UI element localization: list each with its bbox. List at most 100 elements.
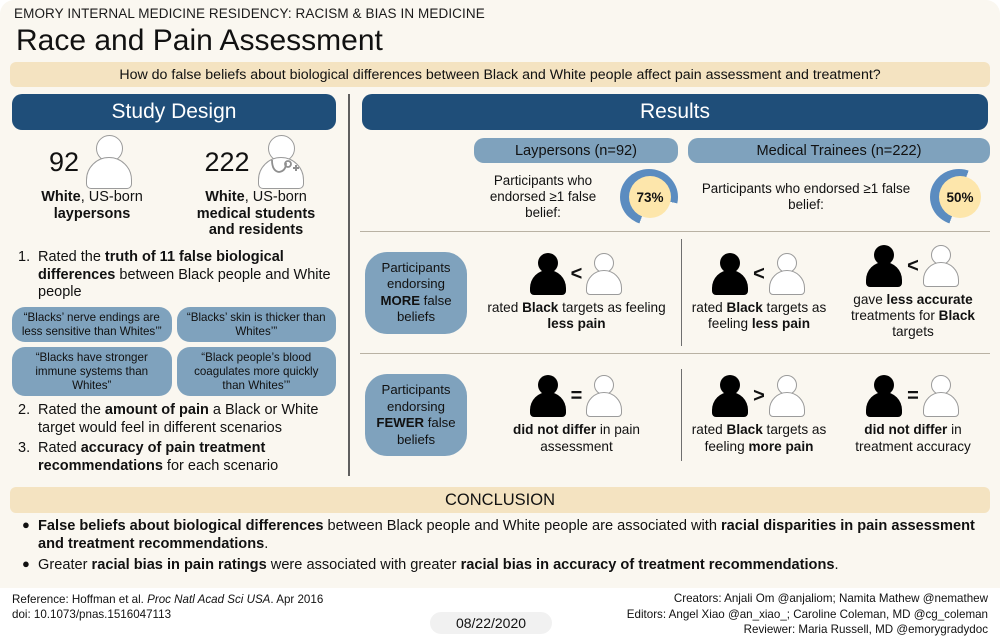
false-beliefs-grid: “Blacks’ nerve endings are less sensitiv…	[12, 307, 336, 397]
study-design-panel: Study Design 92 White, US-born layperson…	[0, 88, 348, 484]
panel-divider	[348, 94, 350, 476]
conclusion-bullets: ● False beliefs about biological differe…	[22, 517, 980, 578]
endorsement-medical-trainees: Participants who endorsed ≥1 false belie…	[688, 163, 990, 227]
white-person-icon	[585, 375, 625, 418]
step-text: Rated accuracy of pain treatment recomme…	[38, 439, 279, 474]
results-row-fewer: Participants endorsing FEWER false belie…	[360, 354, 990, 476]
question-banner: How do false beliefs about biological di…	[10, 62, 990, 87]
credit-creators: Creators: Anjali Om @anjaliom; Namita Ma…	[673, 592, 988, 605]
study-steps-bottom: 2. Rated the amount of pain a Black or W…	[8, 402, 340, 475]
reference-journal: Proc Natl Acad Sci USA	[147, 593, 271, 606]
belief-chip: “Blacks’ nerve endings are less sensitiv…	[12, 307, 172, 343]
cohort-type-2: and residents	[208, 222, 304, 239]
black-person-icon	[528, 375, 568, 418]
black-person-icon	[710, 252, 750, 295]
cohorts: 92 White, US-born laypersons 222	[8, 135, 340, 239]
result-cell: < rated Black targets as feeling less pa…	[682, 239, 836, 347]
results-header: Results	[362, 94, 988, 130]
result-text: rated Black targets as feeling more pain	[691, 422, 827, 454]
conclusion-bullet: ● Greater racial bias in pain ratings we…	[22, 556, 980, 574]
comparison-operator: =	[907, 385, 919, 408]
donut-chart-medical-trainees: 50%	[930, 169, 988, 225]
endorsement-row: Participants who endorsed ≥1 false belie…	[360, 163, 990, 232]
cohort-count: 222	[204, 146, 250, 177]
white-person-icon	[922, 375, 962, 418]
step-text: Rated the amount of pain a Black or Whit…	[38, 402, 319, 437]
bullet-text: False beliefs about biological differenc…	[38, 518, 975, 553]
comparison-operator: >	[753, 385, 765, 408]
doctor-icon	[254, 135, 308, 189]
conclusion-bullet: ● False beliefs about biological differe…	[22, 517, 980, 553]
results-column-headers: Laypersons (n=92) Medical Trainees (n=22…	[360, 138, 990, 163]
step-number: 3.	[18, 439, 31, 456]
step-number: 2.	[18, 402, 31, 419]
endorsement-text: Participants who endorsed ≥1 false belie…	[489, 172, 597, 221]
study-step: 1. Rated the truth of 11 false biologica…	[12, 249, 336, 302]
result-text: did not differ in treatment accuracy	[855, 422, 971, 454]
comparison-operator: <	[907, 254, 919, 277]
white-person-icon	[768, 375, 808, 418]
row-label-more: Participants endorsing MORE false belief…	[365, 251, 467, 334]
comparison-operator: <	[753, 262, 765, 285]
results-panel: Results Laypersons (n=92) Medical Traine…	[350, 88, 1000, 484]
cohort-race: White	[41, 189, 81, 205]
study-step: 3. Rated accuracy of pain treatment reco…	[12, 440, 336, 475]
result-cell: < gave less accurate treatments for Blac…	[836, 239, 990, 347]
step-text: Rated the truth of 11 false biological d…	[38, 249, 331, 301]
study-steps-top: 1. Rated the truth of 11 false biologica…	[8, 249, 340, 302]
bullet-text: Greater racial bias in pain ratings were…	[38, 557, 839, 574]
result-cell: = did not differ in pain assessment	[472, 369, 682, 461]
cohort-type: laypersons	[53, 205, 131, 222]
result-text: did not differ in pain assessment	[513, 422, 640, 454]
column-header-laypersons: Laypersons (n=92)	[474, 138, 678, 163]
program-kicker: EMORY INTERNAL MEDICINE RESIDENCY: RACIS…	[14, 6, 485, 21]
cohort-label: White, US-born medical students and resi…	[174, 189, 338, 239]
donut-value: 73%	[629, 176, 671, 218]
credit-editors: Editors: Angel Xiao @an_xiao_; Caroline …	[626, 607, 988, 621]
reference-doi: doi: 10.1073/pnas.1516047113	[12, 608, 172, 622]
step-number: 1.	[18, 249, 31, 266]
header: EMORY INTERNAL MEDICINE RESIDENCY: RACIS…	[0, 0, 1000, 88]
black-person-icon	[864, 244, 904, 287]
result-cell: = did not differ in treatment accuracy	[836, 369, 990, 461]
person-icon	[83, 135, 135, 189]
comparison-operator: =	[570, 385, 583, 408]
conclusion-title: CONCLUSION	[10, 487, 990, 513]
result-text: rated Black targets as feeling less pain	[691, 299, 827, 331]
bullet-icon: ●	[22, 556, 30, 572]
date-badge: 08/22/2020	[430, 612, 552, 634]
black-person-icon	[528, 252, 568, 295]
white-person-icon	[922, 244, 962, 287]
result-text: rated Black targets as feeling less pain	[487, 299, 666, 331]
white-person-icon	[768, 252, 808, 295]
question-text: How do false beliefs about biological di…	[119, 66, 881, 83]
credits: Creators: Anjali Om @anjaliom; Namita Ma…	[627, 591, 988, 638]
page-title: Race and Pain Assessment	[16, 24, 383, 57]
white-person-icon	[585, 252, 625, 295]
donut-chart-laypersons: 73%	[620, 169, 678, 225]
cohort-label: White, US-born laypersons	[10, 189, 174, 222]
comparison-operator: <	[570, 262, 583, 285]
cohort-laypersons: 92 White, US-born laypersons	[10, 135, 174, 239]
belief-chip: “Blacks have stronger immune systems tha…	[12, 347, 172, 397]
belief-chip: “Black people’s blood coagulates more qu…	[176, 347, 336, 397]
reference-citation: Reference: Hoffman et al. Proc Natl Acad…	[12, 592, 323, 622]
results-matrix: Participants endorsing MORE false belief…	[360, 232, 990, 476]
cohort-origin: , US-born	[244, 189, 307, 205]
cohort-medical-trainees: 222 White, U	[174, 135, 338, 239]
cohort-race: White	[205, 189, 245, 205]
row-label-fewer: Participants endorsing FEWER false belie…	[365, 374, 467, 456]
panels-container: Study Design 92 White, US-born layperson…	[0, 88, 1000, 484]
black-person-icon	[710, 375, 750, 418]
conclusion-section: CONCLUSION ● False beliefs about biologi…	[0, 484, 1000, 588]
study-design-header: Study Design	[12, 94, 336, 130]
black-person-icon	[864, 375, 904, 418]
footer: Reference: Hoffman et al. Proc Natl Acad…	[0, 588, 1000, 640]
bullet-icon: ●	[22, 517, 30, 532]
result-cell: > rated Black targets as feeling more pa…	[682, 369, 836, 461]
reference-prefix: Reference: Hoffman et al.	[12, 593, 148, 606]
endorsement-text: Participants who endorsed ≥1 false belie…	[701, 180, 911, 212]
results-row-more: Participants endorsing MORE false belief…	[360, 232, 990, 354]
result-text: gave less accurate treatments for Black …	[851, 291, 975, 340]
